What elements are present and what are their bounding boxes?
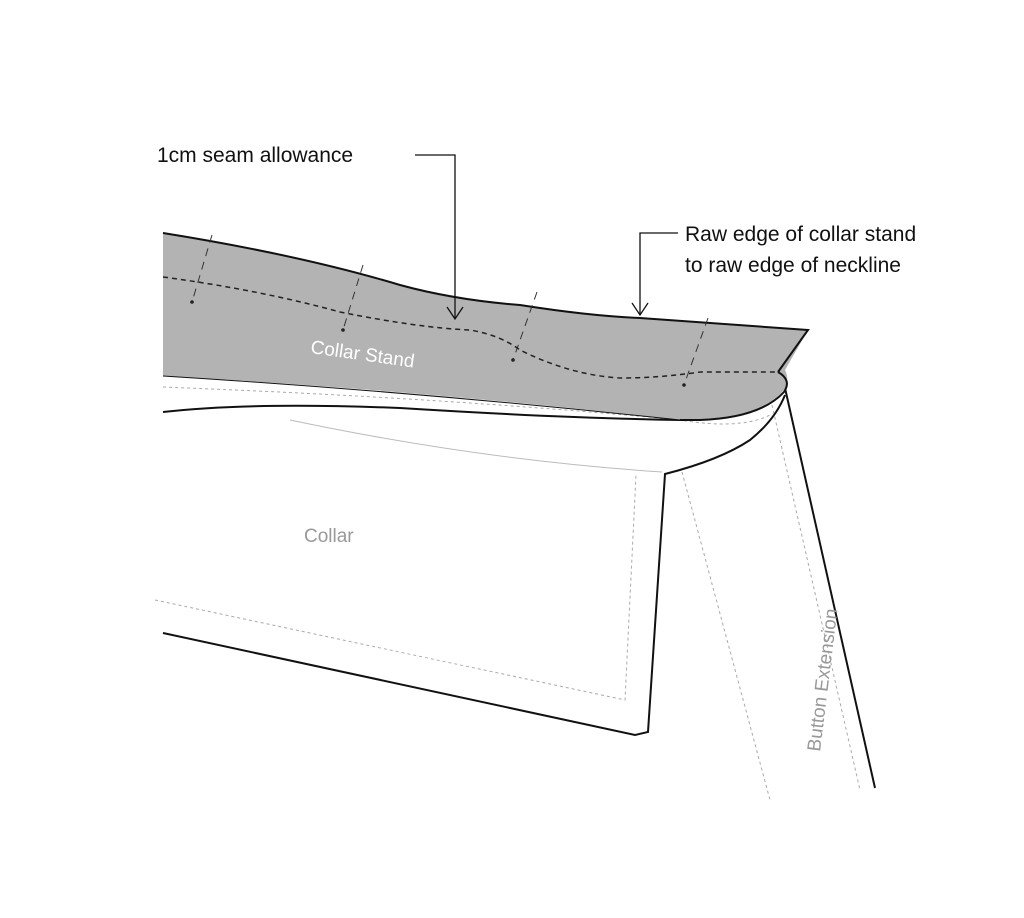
seam-allowance-label: 1cm seam allowance	[157, 144, 353, 167]
button-extension-label: Button Extension	[804, 607, 842, 752]
collar-piece	[154, 386, 786, 737]
raw-edge-label-line1: Raw edge of collar stand	[685, 223, 916, 246]
raw-edge-arrow	[631, 232, 678, 317]
seam-allowance-arrow	[415, 154, 464, 321]
notch-dots	[190, 300, 686, 387]
raw-edge-label-line2: to raw edge of neckline	[685, 254, 901, 277]
notch-marks	[191, 234, 709, 386]
button-extension-piece	[681, 387, 876, 801]
collar-label: Collar	[304, 526, 354, 547]
seam-line	[162, 276, 780, 379]
collar-stand-piece	[162, 232, 810, 421]
